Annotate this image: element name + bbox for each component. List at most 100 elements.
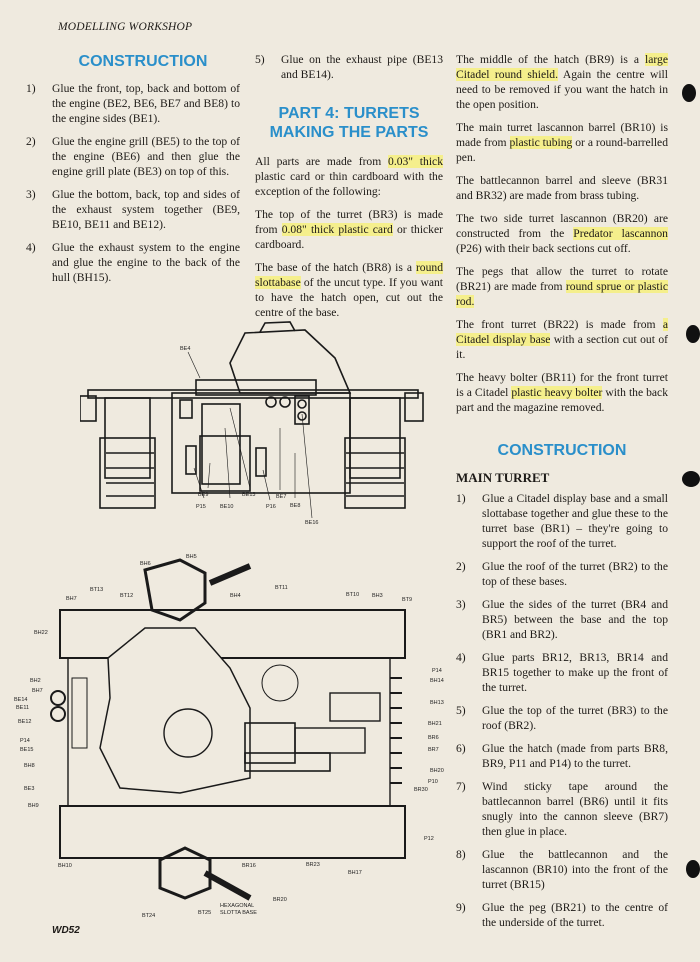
text-segment: with a section cut out of it.	[456, 333, 668, 361]
diagram-label: P16	[266, 504, 276, 510]
text-segment: The top of the turret (BR3) is made from	[255, 208, 443, 236]
diagram-label: BT11	[275, 585, 288, 591]
diagram-label: BH6	[140, 561, 151, 567]
construction-heading: CONSTRUCTION	[78, 53, 208, 70]
diagram-label: BR16	[242, 863, 256, 869]
text-segment: The two side turret lascannon (BR20) are…	[456, 212, 668, 240]
turret-steps-list: 1)Glue a Citadel display base and a smal…	[456, 491, 668, 930]
punch-hole	[686, 860, 700, 878]
paragraph: All parts are made from 0.03" thick plas…	[255, 154, 443, 199]
diagram-label: BH21	[428, 721, 442, 727]
step-item: 5) Glue the top of the turret (BR3) to th…	[456, 703, 668, 733]
step-number: 3)	[26, 188, 36, 201]
step-text: Glue the roof of the turret (BR2) to the…	[482, 560, 668, 588]
diagram-label: BH3	[372, 593, 383, 599]
diagram-label: BR23	[306, 862, 320, 868]
step-text: Glue the battlecannon and the lascannon …	[482, 848, 668, 891]
diagram-label: BR7	[428, 747, 439, 753]
step-item: 7) Wind sticky tape around the battlecann…	[456, 779, 668, 839]
step-text: Glue the hatch (made from parts BR8, BR9…	[482, 742, 668, 770]
step-item: 4) Glue the exhaust system to the engine …	[26, 240, 240, 285]
step-number: 6)	[456, 742, 466, 755]
step-item: 4) Glue parts BR12, BR13, BR14 and BR15 t…	[456, 650, 668, 695]
highlighted-text: Predator lascannon	[573, 227, 668, 240]
step-number: 5)	[255, 53, 265, 66]
part4-heading-line2: MAKING THE PARTS	[269, 124, 429, 141]
step-number: 4)	[456, 651, 466, 664]
diagram-label: BH17	[348, 870, 362, 876]
diagram-label: BH10	[58, 863, 72, 869]
step-item: 9)Glue the peg (BR21) to the centre of t…	[456, 900, 668, 930]
step-text: Wind sticky tape around the battlecannon…	[482, 780, 668, 838]
diagram-label: BT9	[402, 597, 412, 603]
diagram-label: BE14	[14, 697, 27, 703]
step-number: 3)	[456, 598, 466, 611]
diagram-label: BT13	[90, 587, 103, 593]
punch-hole	[682, 84, 696, 102]
highlighted-text: 0.08" thick plastic card	[281, 223, 393, 236]
diagram-label: P14	[432, 668, 442, 674]
step-number: 4)	[26, 241, 36, 254]
step-number: 5)	[456, 704, 466, 717]
step-item: 2) Glue the roof of the turret (BR2) to t…	[456, 559, 668, 589]
step-text: Glue the front, top, back and bottom of …	[52, 82, 240, 125]
step-text: Glue parts BR12, BR13, BR14 and BR15 tog…	[482, 651, 668, 694]
diagram-label: BH13	[430, 700, 444, 706]
diagram-label: BH8	[24, 763, 35, 769]
step-item: 2)Glue the engine grill (BE5) to the top…	[26, 134, 240, 179]
diagram-label: BE8	[290, 503, 300, 509]
running-head: MODELLING WORKSHOP	[58, 21, 193, 33]
diagram-label: BR6	[428, 735, 439, 741]
text-segment: of the uncut type. If you want to have t…	[255, 276, 443, 319]
hull-top-diagram: BH5 BH6 BT13 BT12 BH7 BH22 BH4 BT11 BT10…	[14, 554, 444, 919]
step-number: 1)	[456, 492, 466, 505]
diagram-label: BE12	[18, 719, 31, 725]
step-item: 3)Glue the bottom, back, top and sides o…	[26, 187, 240, 232]
highlighted-text: 0.03" thick	[388, 155, 443, 168]
step-item: 5) Glue on the exhaust pipe (BE13 and BE…	[255, 52, 443, 82]
diagram-label: P15	[196, 504, 206, 510]
text-segment: (P26) with their back sections cut off.	[456, 242, 631, 255]
highlighted-text: plastic tubing	[509, 136, 573, 149]
diagram-label: P12	[424, 836, 434, 842]
diagram-label: BT12	[120, 593, 133, 599]
text-segment: with the back part and the magazine remo…	[456, 386, 668, 414]
diagram-label: BE15	[20, 747, 33, 753]
paragraph: The pegs that allow the turret to rotate…	[456, 264, 669, 309]
diagram-label: BH14	[430, 678, 444, 684]
text-segment: The front turret (BR22) is made from	[456, 318, 663, 331]
diagram-label: BE9	[198, 492, 208, 498]
diagram-label: BE4	[180, 346, 190, 352]
step-number: 2)	[26, 135, 36, 148]
diagram-label: BH7	[66, 596, 77, 602]
diagram-label: BE7	[276, 494, 286, 500]
step-number: 1)	[26, 82, 36, 95]
paragraph: The base of the hatch (BR8) is a round s…	[255, 260, 443, 320]
step-number: 2)	[456, 560, 466, 573]
step-text: Glue the top of the turret (BR3) to the …	[482, 704, 668, 732]
main-turret-subheading: MAIN TURRET	[456, 470, 550, 485]
paragraph: The heavy bolter (BR11) for the front tu…	[456, 370, 668, 415]
engine-rear-diagram: BE4 P15 BE9 BE10 BE13 P16 BE7 BE8 BE16	[80, 321, 424, 526]
diagram-label: BE13	[242, 492, 255, 498]
diagram-label: SLOTTA BASE	[220, 910, 257, 916]
diagram-label: BH9	[28, 803, 39, 809]
paragraph: The middle of the hatch (BR9) is a large…	[456, 52, 668, 112]
diagram-label: BT10	[346, 592, 359, 598]
part4-heading: PART 4: TURRETS MAKING THE PARTS	[255, 104, 443, 142]
step-item: 1)Glue a Citadel display base and a smal…	[456, 491, 668, 551]
column-2: 5) Glue on the exhaust pipe (BE13 and BE…	[255, 52, 443, 328]
paragraph: The two side turret lascannon (BR20) are…	[456, 211, 668, 256]
column-3: The middle of the hatch (BR9) is a large…	[456, 52, 669, 938]
step-item: 3)Glue the sides of the turret (BR4 and …	[456, 597, 668, 642]
punch-hole	[686, 325, 700, 343]
materials-paragraphs-cont: The middle of the hatch (BR9) is a large…	[456, 52, 669, 415]
highlighted-text: plastic heavy bolter	[511, 386, 603, 399]
step-number: 8)	[456, 848, 466, 861]
text-segment: All parts are made from	[255, 155, 389, 168]
text-segment: The middle of the hatch (BR9) is a	[456, 53, 646, 66]
part4-heading-line1: PART 4: TURRETS	[278, 105, 420, 122]
step-text: Glue the exhaust system to the engine an…	[52, 241, 240, 284]
step-number: 7)	[456, 780, 466, 793]
text-segment: or a round-barrelled pen.	[456, 136, 669, 164]
